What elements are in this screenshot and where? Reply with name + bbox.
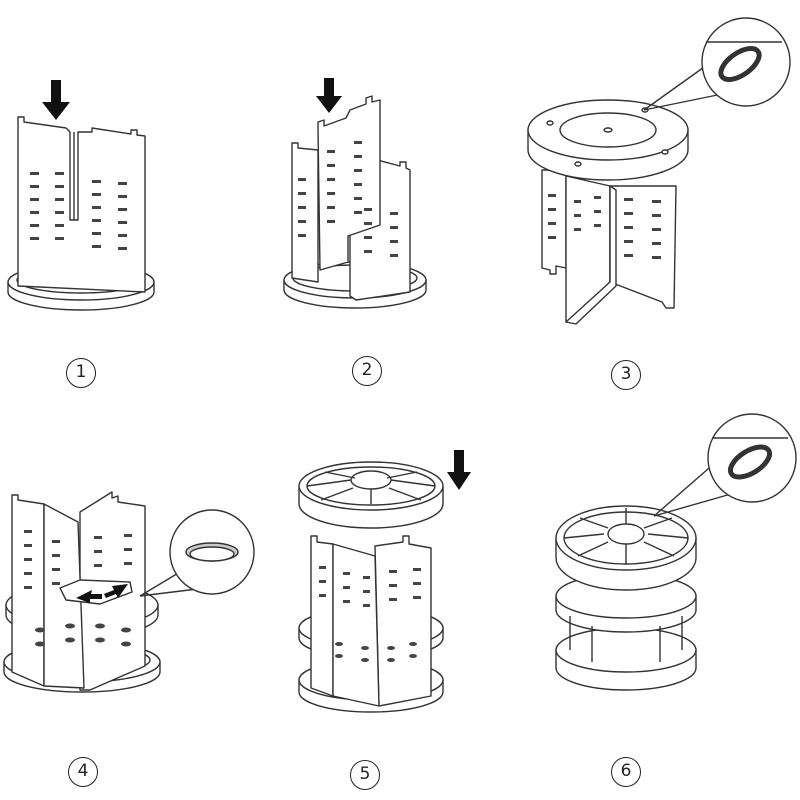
step-number-3: 3 [611, 360, 641, 390]
down-arrow-icon [316, 78, 342, 113]
step-number-4: 4 [68, 757, 98, 787]
step-4: 4 [0, 400, 260, 800]
step-number-5: 5 [350, 760, 380, 790]
step-1: 1 [0, 0, 260, 400]
step-1-illustration [7, 80, 155, 311]
step-4-illustration [3, 491, 255, 693]
down-arrow-icon [447, 450, 471, 490]
step-2: 2 [270, 0, 530, 400]
step-2-illustration [283, 78, 427, 309]
step-number-2: 2 [352, 356, 382, 386]
step-3-illustration [527, 17, 791, 325]
step-number-6: 6 [611, 757, 641, 787]
magnifier-callout-icon [139, 509, 255, 597]
step-3: 3 [520, 0, 791, 400]
insert-arrows-icon [59, 579, 133, 605]
step-6-illustration [555, 413, 797, 691]
magnifier-callout-icon [653, 413, 797, 517]
step-6: 6 [530, 400, 797, 800]
step-5-illustration [298, 450, 471, 713]
step-5: 5 [285, 400, 545, 800]
down-arrow-icon [42, 80, 70, 120]
step-number-1: 1 [66, 358, 96, 388]
magnifier-callout-icon [643, 17, 791, 111]
